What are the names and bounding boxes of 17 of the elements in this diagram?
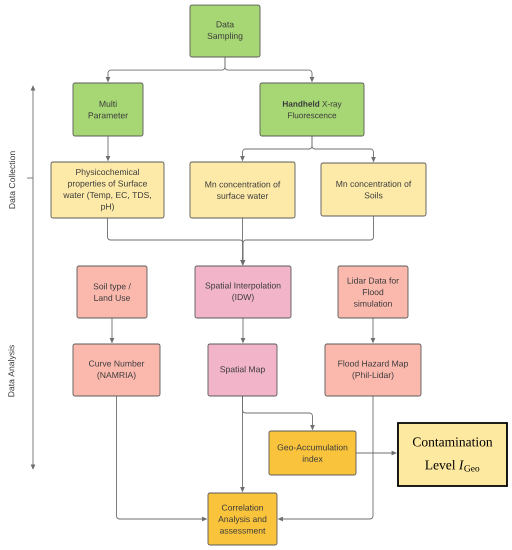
process-box: Flood Hazard Map (Phil-Lidar) <box>324 344 422 396</box>
process-box: Handheld X-ray Fluorescence <box>260 82 364 136</box>
process-box: Data Sampling <box>190 4 260 58</box>
process-box: Spatial Map <box>208 344 278 396</box>
process-box: Curve Number (NAMRIA) <box>72 344 160 396</box>
process-box: Spatial Interpolation (IDW) <box>194 266 292 318</box>
result-box: Contamination Level I$_{Geo}$ <box>397 422 508 487</box>
process-box: Soil type / Land Use <box>76 266 148 318</box>
process-box: Multi Parameter <box>72 82 144 136</box>
process-box: Physicochemical properties of Surface water (Temp, EC, TDS, pH) <box>50 162 164 218</box>
process-box: Correlation Analysis and assessment <box>208 492 278 546</box>
process-box: Geo-Accumulation index <box>268 430 356 476</box>
section-label: Data Collection <box>8 151 16 208</box>
process-box: Lidar Data for Flood simulation <box>338 266 408 318</box>
process-box: Mn concentration of Soils <box>320 162 426 216</box>
process-box: Mn concentration of surface water <box>190 162 296 218</box>
section-label: Data Analysis <box>8 345 16 397</box>
